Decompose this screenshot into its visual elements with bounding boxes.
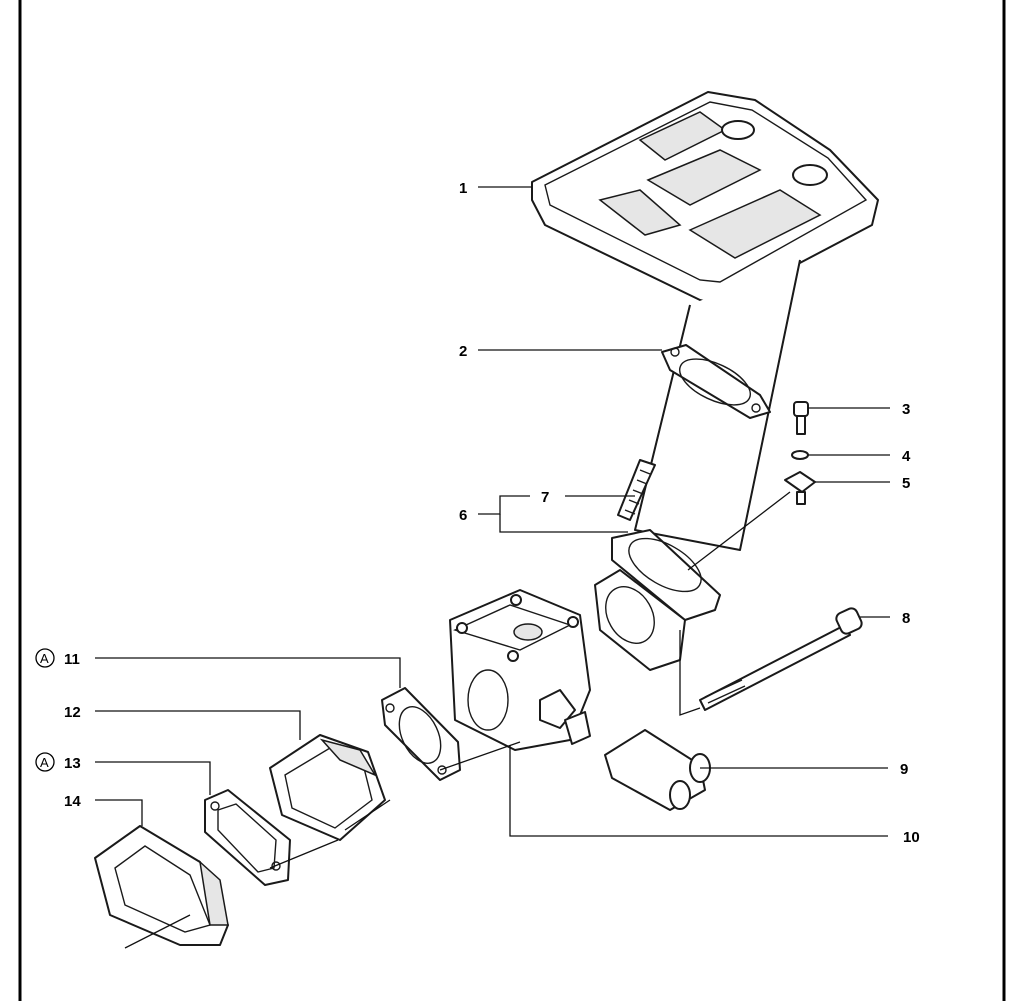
part-bolt-8: [699, 607, 863, 711]
part-carburetor: [449, 589, 591, 751]
part-fitting-9: [604, 729, 711, 811]
callout-6: 6: [459, 507, 467, 524]
callout-4: 4: [902, 448, 911, 465]
part-intake-boot-14: [94, 825, 229, 946]
callout-9: 9: [900, 761, 908, 778]
part-gasket-13: [204, 789, 291, 886]
part-intake-tube: [634, 259, 801, 551]
callout-8: 8: [902, 610, 910, 627]
marker-a-13: A: [35, 752, 55, 772]
part-screw-3: [793, 401, 809, 435]
marker-a-11: A: [35, 648, 55, 668]
part-spacer-12: [269, 734, 386, 841]
part-washer-4: [791, 450, 809, 460]
callout-2: 2: [459, 343, 467, 360]
callout-10: 10: [903, 829, 920, 846]
callout-5: 5: [902, 475, 910, 492]
part-spring-7: [617, 459, 656, 521]
marker-a-11-letter: A: [40, 651, 49, 666]
part-nut-plate-5: [784, 471, 816, 505]
part-gasket-11: [381, 687, 461, 781]
callout-12: 12: [64, 704, 81, 721]
callout-3: 3: [902, 401, 910, 418]
part-intake-flange: [594, 529, 721, 671]
marker-a-13-letter: A: [40, 755, 49, 770]
callout-14: 14: [64, 793, 81, 810]
leader-lines: [95, 186, 890, 949]
callout-1: 1: [459, 180, 467, 197]
callout-7: 7: [541, 489, 549, 506]
part-air-filter-cover: [531, 91, 879, 306]
callout-11: 11: [64, 651, 80, 668]
part-gasket-2: [661, 344, 771, 419]
callout-13: 13: [64, 755, 81, 772]
